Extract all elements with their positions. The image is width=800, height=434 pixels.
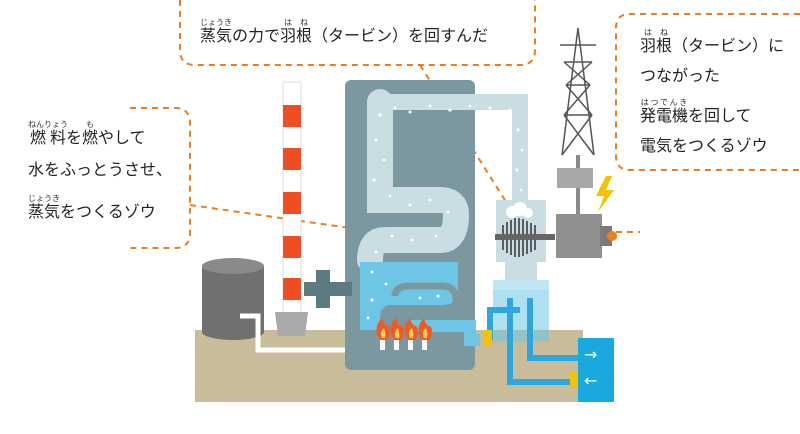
plain-text: を: [66, 128, 83, 147]
ruby-text: 羽根はね: [640, 28, 673, 55]
transformer: [557, 168, 593, 188]
turbine-housing: [493, 200, 549, 342]
boiler-water: [360, 262, 480, 346]
plain-text: 電気をつくるゾウ: [640, 136, 768, 155]
callout-top-text: 蒸気じょうきの力で羽根はね（タービン）を回すんだ: [200, 18, 488, 56]
top-line-1: 蒸気じょうきの力で羽根はね（タービン）を回すんだ: [200, 18, 488, 44]
right-line-1: 羽根はね（タービン）に: [640, 28, 784, 54]
callout-top: [179, 0, 536, 66]
right-line-4: 電気をつくるゾウ: [640, 138, 784, 154]
plain-text: つながった: [640, 66, 721, 85]
generator: [556, 214, 617, 258]
valve-yellow-2: [570, 372, 578, 388]
chimney: [275, 81, 308, 336]
right-line-3: 発電機はつでんきを回して: [640, 98, 784, 124]
callout-left: [130, 107, 191, 249]
sea-water-box: [578, 338, 614, 402]
right-line-2: つながった: [640, 68, 784, 84]
ruby-text: 発電機はつでんき: [640, 98, 689, 125]
plain-text: の力で: [232, 26, 281, 45]
plain-text: をつくるゾウ: [60, 202, 156, 221]
left-line-2: 水をふっとうさせ、: [28, 162, 172, 178]
ruby-text: 燃も: [82, 120, 99, 147]
arrow-in-icon: ←: [584, 371, 597, 390]
turbine-shaft: [495, 234, 555, 240]
plain-text: （タービン）に: [672, 36, 785, 55]
fuel-pipe: [240, 313, 430, 353]
plain-text: （タービン）を回すんだ: [312, 26, 489, 45]
valve-yellow: [484, 330, 492, 346]
callout-right: [615, 13, 800, 171]
callout-right-text: 羽根はね（タービン）に つながった 発電機はつでんきを回して 電気をつくるゾウ: [640, 28, 784, 168]
steam-puff-icon: [506, 202, 533, 218]
ruby-text: 蒸気じょうき: [28, 194, 61, 221]
burner: [380, 340, 427, 350]
lightning-bolt-icon: [596, 176, 614, 212]
ruby-text: 蒸気じょうき: [200, 18, 233, 45]
arrow-out-icon: →: [584, 345, 597, 364]
left-line-3: 蒸気じょうきをつくるゾウ: [28, 194, 172, 220]
steam-bubbles: [366, 104, 524, 320]
ruby-text: 羽根はね: [280, 18, 313, 45]
transmission-tower: [560, 27, 596, 156]
left-line-1: 燃料ねんりょうを燃もやして: [28, 120, 172, 146]
fire-icon: [376, 318, 432, 340]
fuel-tank: [202, 258, 264, 340]
plain-text: 水をふっとうさせ、: [28, 160, 173, 179]
steam-pipe: [357, 89, 528, 273]
plain-text: を回して: [688, 106, 752, 125]
callout-left-text: 燃料ねんりょうを燃もやして 水をふっとうさせ、 蒸気じょうきをつくるゾウ: [28, 120, 172, 236]
ruby-text: 燃料ねんりょう: [28, 120, 68, 147]
plain-text: やして: [98, 128, 146, 147]
